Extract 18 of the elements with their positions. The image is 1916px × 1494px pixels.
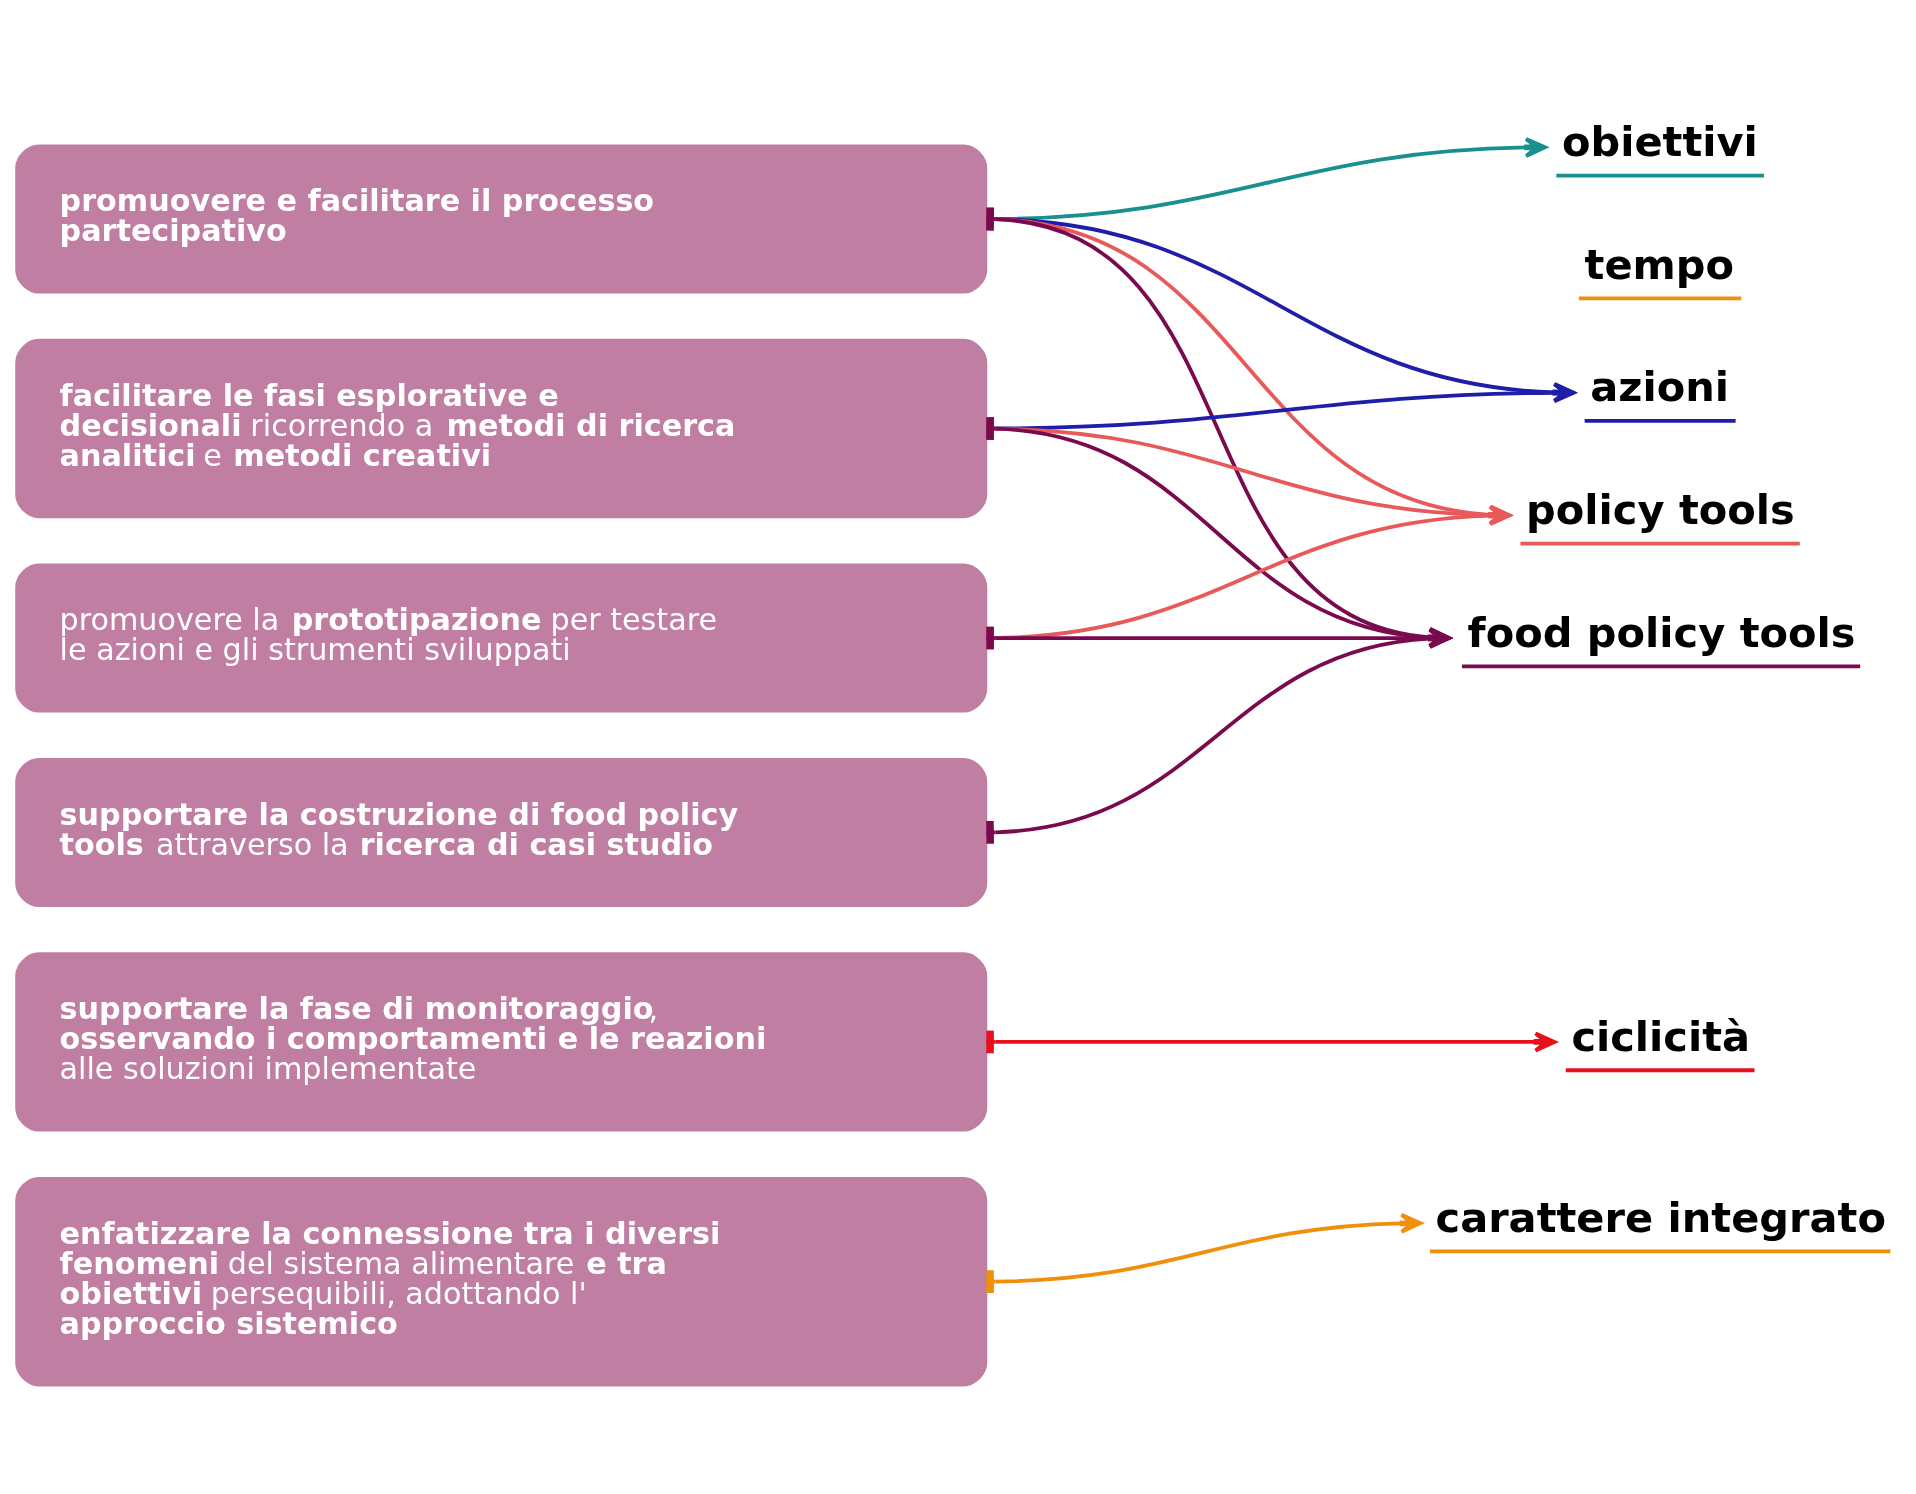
arrow xyxy=(986,207,1576,403)
node-box: supportare la fase di monitoraggio, osservando i comportamenti e le reazioni alle soluzioni implementate xyxy=(15,951,988,1132)
node-text: food policy tools xyxy=(1467,607,1856,657)
arrow xyxy=(986,1030,1557,1053)
node-box: enfatizzare la connessione tra i diversi fenomeni del sistema alimentare e tra obiettivi persequibili, adottando l'approccio sistemico xyxy=(15,1176,988,1386)
node-text: ciclicità xyxy=(1571,1011,1751,1061)
node-box: promuovere la prototipazione per testare le azioni e gli strumenti sviluppati xyxy=(15,562,988,713)
node-box: promuovere e facilitare il processo partecipativo xyxy=(15,143,988,294)
node-text: azioni xyxy=(1590,361,1730,411)
arrow xyxy=(986,136,1547,230)
node-text: policy tools xyxy=(1526,484,1795,534)
node-text: obiettivi xyxy=(1561,116,1758,166)
arrow xyxy=(986,1212,1423,1293)
arrow xyxy=(986,381,1576,440)
node-box: supportare la costruzione di food policy tools attraverso la ricerca di casi studio xyxy=(15,757,988,907)
node-box: facilitare le fasi esplorative e decisionali ricorrendo a metodi di ricerca analitici e metodi creativi xyxy=(15,338,988,518)
node-text: tempo xyxy=(1584,239,1735,289)
node-text: carattere integrato xyxy=(1435,1192,1886,1242)
